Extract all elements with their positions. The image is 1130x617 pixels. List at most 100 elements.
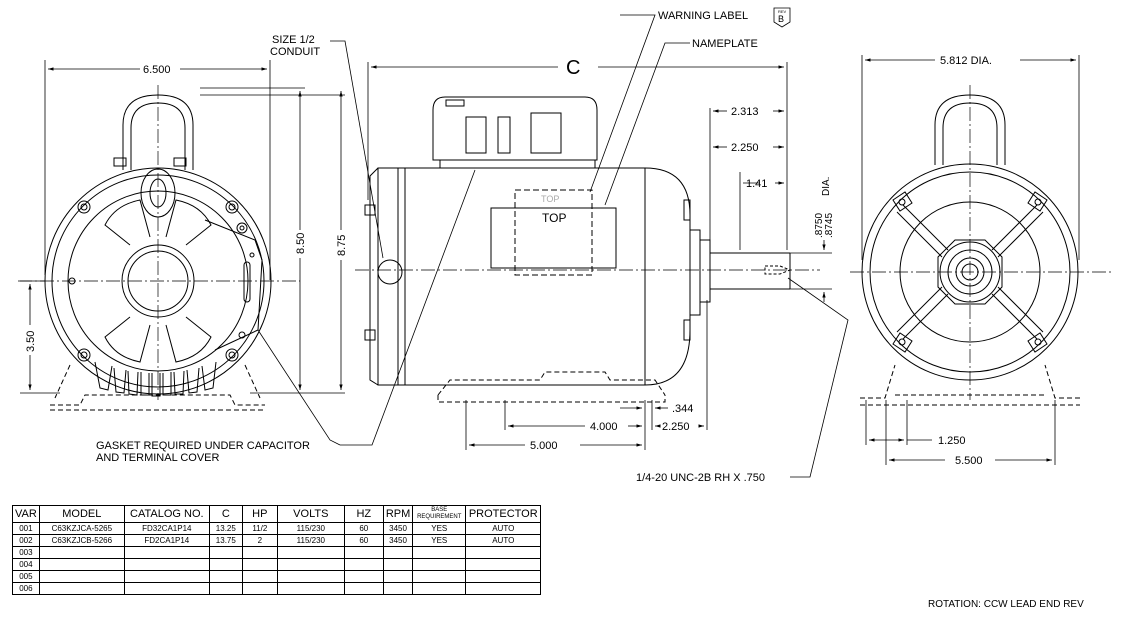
cell-hz xyxy=(343,558,384,571)
nameplate-top-faded: TOP xyxy=(541,194,559,204)
label-gasket-2: AND TERMINAL COVER xyxy=(96,452,220,464)
cell-catalog xyxy=(123,570,210,583)
lead-end-view xyxy=(18,85,300,411)
cell-base: YES xyxy=(412,534,467,547)
header-model: MODEL xyxy=(38,505,125,523)
label-conduit: CONDUIT xyxy=(270,46,320,58)
cell-hz xyxy=(343,570,384,583)
rev-badge-icon: REV B xyxy=(773,7,791,28)
cell-model: C63KZJCB-5266 xyxy=(38,534,125,547)
cell-hz: 60 xyxy=(343,522,384,535)
lead-end-dimensions xyxy=(20,60,345,394)
cell-hp xyxy=(241,570,278,583)
cell-protector xyxy=(465,558,542,571)
dim-2250-shaft: 2.250 xyxy=(731,142,759,154)
cell-c: 13.25 xyxy=(208,522,243,535)
dim-8750: .8750 xyxy=(814,213,825,238)
dim-1250: 1.250 xyxy=(938,435,966,447)
dim-850: 8.50 xyxy=(295,233,307,254)
rotation-note: ROTATION: CCW LEAD END REV xyxy=(928,599,1084,610)
cell-model xyxy=(38,558,125,571)
table-row: 003 xyxy=(12,546,542,559)
cell-var: 003 xyxy=(12,546,40,559)
cell-c xyxy=(208,546,243,559)
dim-dia-label: DIA. xyxy=(821,177,832,196)
cell-model xyxy=(38,582,125,595)
header-var: VAR xyxy=(12,505,40,523)
cell-base xyxy=(412,582,467,595)
header-rpm: RPM xyxy=(382,505,414,523)
cell-protector xyxy=(465,570,542,583)
header-catalog: CATALOG NO. xyxy=(123,505,210,523)
cell-protector: AUTO xyxy=(465,522,542,535)
cell-rpm xyxy=(382,546,414,559)
cell-c: 13.75 xyxy=(208,534,243,547)
cell-base xyxy=(412,570,467,583)
shaft-end-dimensions xyxy=(861,55,1080,465)
label-nameplate: NAMEPLATE xyxy=(692,38,758,50)
cell-rpm: 3450 xyxy=(382,522,414,535)
cell-volts xyxy=(276,582,345,595)
dim-c: C xyxy=(566,57,580,79)
label-gasket-1: GASKET REQUIRED UNDER CAPACITOR xyxy=(96,440,310,452)
shaft-end-view xyxy=(850,85,1112,406)
cell-model xyxy=(38,570,125,583)
cell-volts xyxy=(276,570,345,583)
table-row: 001 C63KZJCA-5265 FD32CA1P14 13.25 11/2 … xyxy=(12,522,542,535)
header-volts: VOLTS xyxy=(276,505,345,523)
dim-344: .344 xyxy=(672,403,693,415)
dim-8745: .8745 xyxy=(824,213,835,238)
header-hz: HZ xyxy=(343,505,384,523)
cell-rpm xyxy=(382,570,414,583)
cell-hz xyxy=(343,582,384,595)
header-protector: PROTECTOR xyxy=(465,505,542,523)
table-row: 004 xyxy=(12,558,542,571)
cell-rpm: 3450 xyxy=(382,534,414,547)
cell-protector: AUTO xyxy=(465,534,542,547)
cell-var: 001 xyxy=(12,522,40,535)
cell-c xyxy=(208,582,243,595)
side-dimensions xyxy=(257,14,849,478)
cell-var: 006 xyxy=(12,582,40,595)
spec-table-header: VAR MODEL CATALOG NO. C HP VOLTS HZ RPM … xyxy=(12,505,542,523)
cell-hp xyxy=(241,582,278,595)
cell-catalog xyxy=(123,546,210,559)
rev-badge-top: REV xyxy=(778,9,787,14)
cell-hp xyxy=(241,546,278,559)
cell-hp: 11/2 xyxy=(241,522,278,535)
side-view xyxy=(355,96,820,403)
dim-141: 1.41 xyxy=(746,178,767,190)
rev-badge-letter: B xyxy=(778,14,784,24)
label-thread: 1/4-20 UNC-2B RH X .750 xyxy=(636,472,765,484)
cell-var: 004 xyxy=(12,558,40,571)
cell-base xyxy=(412,558,467,571)
nameplate-top: TOP xyxy=(542,211,566,225)
cell-c xyxy=(208,570,243,583)
cell-catalog xyxy=(123,582,210,595)
cell-volts xyxy=(276,546,345,559)
dim-350: 3.50 xyxy=(25,331,37,352)
header-base-requirement: BASE REQUIREMENT xyxy=(412,505,467,523)
cell-c xyxy=(208,558,243,571)
cell-volts: 115/230 xyxy=(276,534,345,547)
dim-2250-base: 2.250 xyxy=(662,421,690,433)
cell-base: YES xyxy=(412,522,467,535)
cell-hz xyxy=(343,546,384,559)
cell-catalog xyxy=(123,558,210,571)
header-c: C xyxy=(208,505,243,523)
cell-base xyxy=(412,546,467,559)
cell-protector xyxy=(465,546,542,559)
cell-var: 002 xyxy=(12,534,40,547)
cell-volts: 115/230 xyxy=(276,522,345,535)
header-hp: HP xyxy=(241,505,278,523)
dim-5000: 5.000 xyxy=(530,440,558,452)
cell-rpm xyxy=(382,558,414,571)
dim-4000: 4.000 xyxy=(590,421,618,433)
cell-var: 005 xyxy=(12,570,40,583)
cell-hp xyxy=(241,558,278,571)
cell-volts xyxy=(276,558,345,571)
cell-catalog: FD2CA1P14 xyxy=(123,534,210,547)
cell-model: C63KZJCA-5265 xyxy=(38,522,125,535)
table-row: 006 xyxy=(12,582,542,595)
